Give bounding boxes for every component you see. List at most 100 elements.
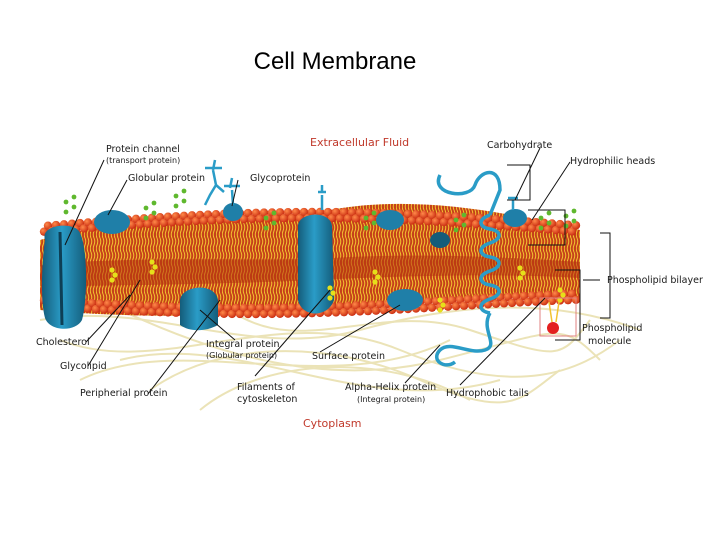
phospholipid-head xyxy=(343,301,353,311)
label-carbohydrate: Carbohydrate xyxy=(487,140,552,151)
phospholipid-head xyxy=(299,207,309,217)
glycolipid-sugar xyxy=(263,225,269,231)
glycolipid-sugar xyxy=(71,204,77,210)
phospholipid-head xyxy=(427,210,437,220)
label-hydrophobic-tails: Hydrophobic tails xyxy=(446,388,529,399)
phospholipid-head xyxy=(259,309,269,319)
surface-protein-top xyxy=(376,210,404,230)
phospholipid-head xyxy=(167,218,177,227)
label-globular-protein: Globular protein xyxy=(128,173,205,184)
label-integral-protein-sub: (Globular protein) xyxy=(206,351,277,360)
phospholipid-head xyxy=(199,216,209,225)
phospholipid-head xyxy=(567,227,577,236)
phospholipid-head xyxy=(459,301,469,310)
phospholipid-head xyxy=(443,302,453,311)
phospholipid-head xyxy=(283,309,293,318)
cholesterol-unit xyxy=(437,297,443,303)
phospholipid-head xyxy=(411,210,421,219)
label-peripheral-protein: Peripherial protein xyxy=(80,388,167,399)
glycolipid-sugar xyxy=(546,210,552,216)
phospholipid-head xyxy=(219,309,229,319)
phospholipid-head xyxy=(471,219,481,229)
phospholipid-head xyxy=(363,306,373,316)
glycolipid-sugar xyxy=(563,213,569,219)
phospholipid-head xyxy=(247,214,257,223)
glycoprotein-head xyxy=(223,203,243,221)
glycolipid-sugar xyxy=(271,210,277,216)
globular-protein-right xyxy=(503,209,527,227)
phospholipid-head xyxy=(491,299,501,309)
phospholipid-head xyxy=(507,298,517,308)
alpha-helix-protein xyxy=(434,170,502,367)
label-phospholipid-molecule-1: Phospholipid xyxy=(582,323,642,334)
membrane-proteins xyxy=(41,203,527,331)
phospholipid-head xyxy=(455,295,465,304)
phospholipid-head xyxy=(463,295,473,304)
glycolipid-sugar xyxy=(151,210,157,216)
phospholipid-head xyxy=(351,301,361,310)
phospholipid-head xyxy=(191,216,201,226)
phospholipid-head xyxy=(231,303,241,313)
glycolipid-sugar xyxy=(173,193,179,199)
cholesterol-unit xyxy=(520,270,526,276)
glycolipid-sugar xyxy=(363,215,369,221)
glycolipid-sugar xyxy=(63,199,69,205)
phospholipid-head xyxy=(327,213,337,223)
glycolipid-sugar xyxy=(143,205,149,211)
phospholipid-head xyxy=(151,301,161,311)
phospholipid-head xyxy=(467,301,477,310)
phospholipid-head xyxy=(431,217,441,226)
phospholipid-head xyxy=(271,214,281,223)
cholesterol-unit xyxy=(372,279,378,285)
glycolipid-sugar xyxy=(571,218,577,224)
diagram-labels: Extracellular Fluid Cytoplasm Protein ch… xyxy=(36,136,703,430)
cholesterol-unit xyxy=(557,287,563,293)
phospholipid-head xyxy=(331,207,341,217)
cholesterol-unit xyxy=(372,269,378,275)
phospholipid-head xyxy=(275,309,285,319)
phospholipid-head xyxy=(423,216,433,226)
glycolipid-sugar xyxy=(181,188,187,194)
phospholipid-head xyxy=(543,290,553,300)
glycolipid-sugar xyxy=(538,225,544,231)
phospholipid-head xyxy=(79,224,89,233)
phospholipid-head xyxy=(347,307,357,317)
phospholipid-head xyxy=(235,309,245,319)
phospholipid-head xyxy=(343,214,353,223)
cholesterol-unit xyxy=(517,275,523,281)
phospholipid-head xyxy=(127,300,137,310)
phospholipid-head xyxy=(263,303,273,313)
phospholipid-head xyxy=(87,298,97,308)
label-cytoplasm: Cytoplasm xyxy=(303,417,361,430)
leader-lines xyxy=(64,147,600,395)
phospholipid-head xyxy=(87,223,97,233)
phospholipid-head xyxy=(335,214,345,223)
phospholipid-head xyxy=(215,215,225,225)
phospholipid-head xyxy=(335,301,345,311)
phospholipid-head xyxy=(467,213,477,222)
phospholipid-head xyxy=(527,291,537,300)
label-phospholipid-molecule-2: molecule xyxy=(588,336,631,347)
phospholipid-head xyxy=(307,207,317,217)
label-surface-protein: Surface protein xyxy=(312,351,385,362)
phospholipid-head xyxy=(547,296,557,306)
phospholipid-head xyxy=(291,207,301,217)
phospholipid-head xyxy=(347,208,357,217)
globular-protein-shape xyxy=(94,210,130,234)
phospholipid-head xyxy=(551,225,561,235)
phospholipid-head xyxy=(239,303,249,313)
bilayer-brackets xyxy=(507,164,611,341)
phospholipid-head xyxy=(143,219,153,228)
phospholipid-head xyxy=(447,296,457,305)
phospholipid-head xyxy=(251,309,261,319)
phospholipid-head xyxy=(495,221,505,230)
phospholipid-head xyxy=(183,217,193,226)
glycolipid-sugar xyxy=(546,220,552,226)
phospholipid-head xyxy=(511,292,521,301)
phospholipid-head xyxy=(255,303,265,313)
phospholipid-head xyxy=(379,306,389,315)
phospholipid-head xyxy=(367,300,377,309)
phospholipid-head xyxy=(439,217,449,227)
cholesterol-unit xyxy=(375,274,381,280)
phospholipid-head xyxy=(331,308,341,317)
